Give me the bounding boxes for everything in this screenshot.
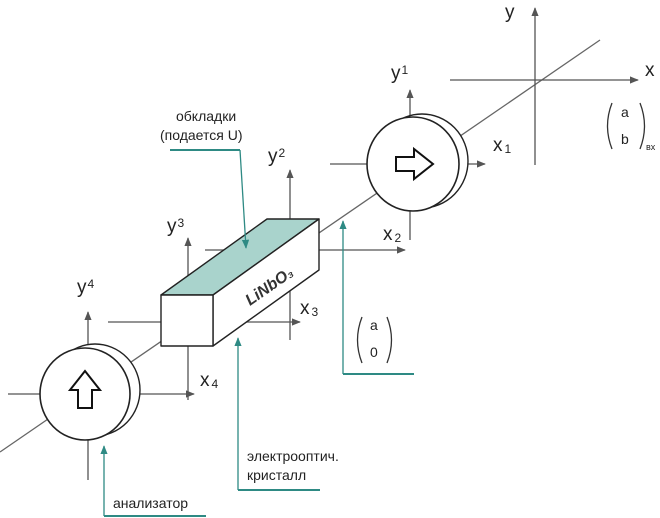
analyzer-disc	[39, 343, 141, 441]
after-polarizer-vector-zero: 0	[370, 344, 378, 360]
plates-callout	[170, 149, 250, 249]
input-vector-a: a	[621, 104, 629, 120]
polarizer-disc	[366, 113, 469, 212]
crystal-label-line1: электрооптич.	[247, 448, 339, 464]
linbo3-crystal	[160, 218, 320, 347]
crystal-exit-y-label: y3	[167, 216, 185, 237]
analyzer-y-label: y4	[77, 277, 95, 298]
vector-callout	[339, 220, 414, 375]
plates-label-line2: (подается U)	[160, 127, 243, 143]
main-axes	[450, 7, 639, 165]
after-polarizer-y-label: y2	[268, 146, 286, 167]
after-polarizer-vector: a 0	[356, 316, 393, 364]
polarizer-y-label: y1	[391, 63, 409, 84]
input-vector-b: b	[621, 131, 629, 147]
main-y-label: y	[505, 2, 515, 23]
crystal-callout	[234, 337, 320, 491]
analyzer-callout	[100, 445, 206, 517]
input-vector: a b вх	[606, 102, 656, 152]
input-vector-subscript: вх	[646, 142, 656, 152]
main-x-label: x	[645, 60, 655, 81]
right-arrow-icon	[395, 146, 435, 182]
analyzer-label: анализатор	[113, 495, 188, 511]
plates-label-line1: обкладки	[176, 108, 236, 124]
crystal-label-line2: кристалл	[247, 467, 306, 483]
up-arrow-icon	[67, 369, 103, 409]
crystal-front-face	[160, 294, 214, 347]
after-polarizer-vector-a: a	[370, 317, 378, 333]
